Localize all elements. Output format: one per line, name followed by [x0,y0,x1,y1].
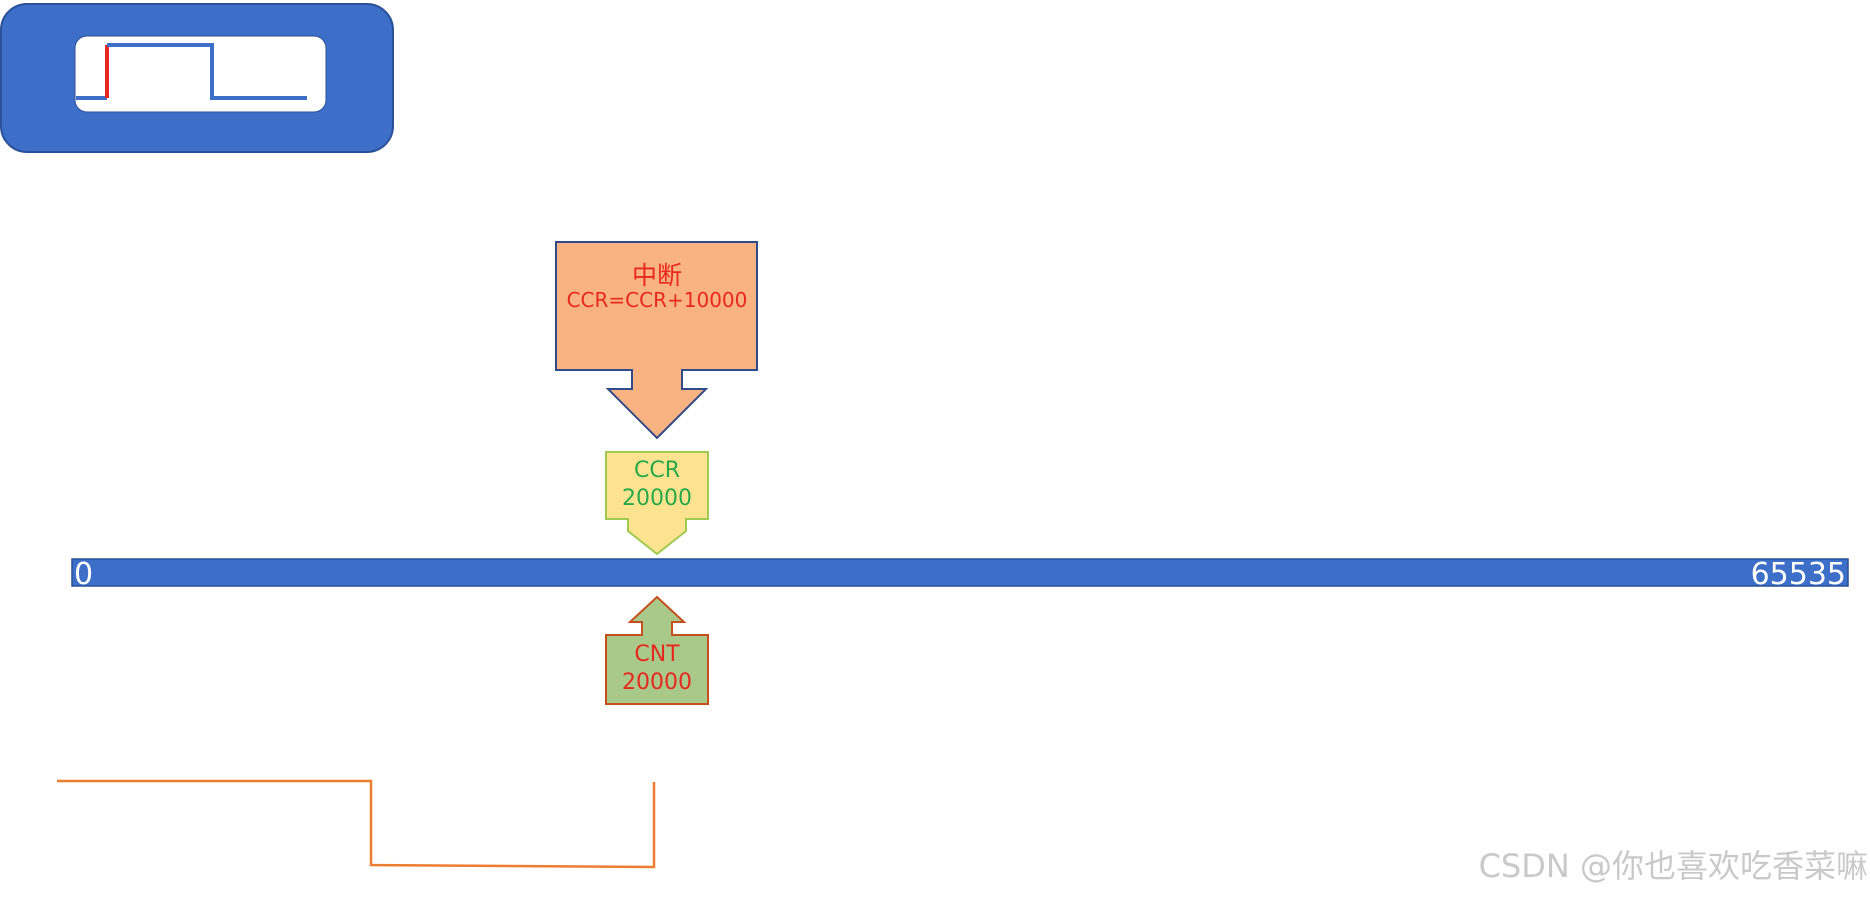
counter-max-label: 65535 [1750,557,1846,592]
ccr-callout-arrow [605,451,709,556]
csdn-watermark: CSDN @你也喜欢吃香菜嘛 [1478,847,1868,885]
ccr-label: CCR [633,458,680,483]
pwm-thumbnail-panel [0,3,394,153]
cnt-callout-arrow [605,595,709,705]
interrupt-callout-arrow [555,241,758,440]
cnt-value: 20000 [622,670,692,695]
thumbnail-inner-frame [74,35,327,113]
interrupt-expression: CCR=CCR+10000 [566,288,748,312]
interrupt-title: 中断 [631,261,682,290]
counter-bar [71,558,1849,587]
thumbnail-wave-high [107,43,307,100]
output-waveform [57,779,656,869]
cnt-label: CNT [634,642,680,667]
counter-min-label: 0 [74,557,94,592]
ccr-value: 20000 [622,486,692,511]
